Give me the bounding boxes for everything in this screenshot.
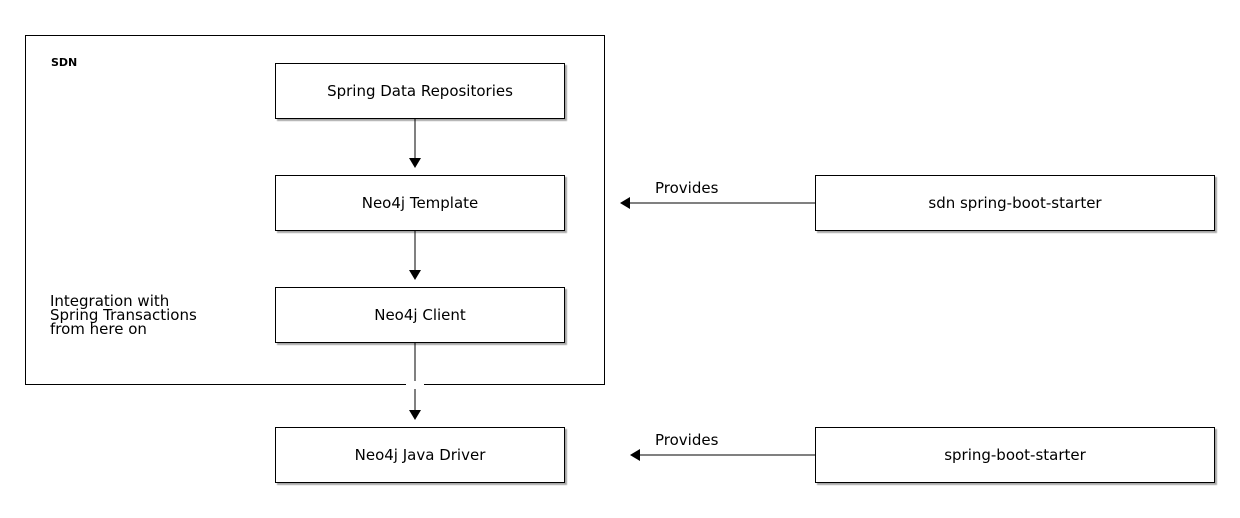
node-spring-data-repositories: Spring Data Repositories	[275, 63, 565, 119]
node-label: Neo4j Java Driver	[354, 446, 486, 464]
node-label: Neo4j Client	[374, 306, 466, 324]
edge-gap	[406, 383, 424, 387]
transactions-note: Integration with Spring Transactions fro…	[50, 292, 197, 338]
node-sdn-spring-boot-starter: sdn spring-boot-starter	[815, 175, 1215, 231]
node-label: sdn spring-boot-starter	[928, 194, 1102, 212]
node-label: Spring Data Repositories	[327, 82, 513, 100]
node-label: Neo4j Template	[361, 194, 479, 212]
note-line-3: from here on	[50, 320, 147, 338]
node-spring-boot-starter: spring-boot-starter	[815, 427, 1215, 483]
node-neo4j-java-driver: Neo4j Java Driver	[275, 427, 565, 483]
sdn-group-title: SDN	[51, 56, 78, 69]
note-line-1: Integration with	[50, 292, 170, 310]
edge-label-provides-boot: Provides	[655, 431, 719, 449]
node-neo4j-template: Neo4j Template	[275, 175, 565, 231]
node-neo4j-client: Neo4j Client	[275, 287, 565, 343]
edge-label-provides-sdn: Provides	[655, 179, 719, 197]
note-line-2: Spring Transactions	[50, 306, 197, 324]
node-label: spring-boot-starter	[944, 446, 1086, 464]
